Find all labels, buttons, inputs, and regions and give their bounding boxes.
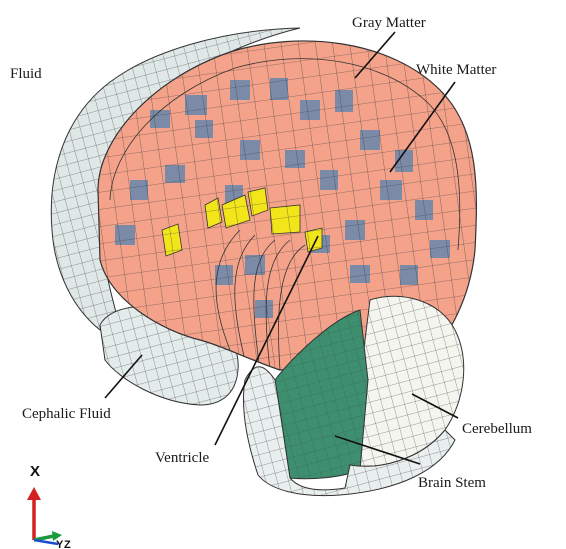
white-matter-label: White Matter <box>416 62 496 78</box>
axis-x-arrowhead <box>27 487 41 500</box>
axis-z-arrow <box>34 540 58 544</box>
axis-x-label: X <box>30 463 40 480</box>
gray-matter-label: Gray Matter <box>352 15 426 31</box>
ventricle-label: Ventricle <box>155 450 209 466</box>
fluid-label: Fluid <box>10 66 42 82</box>
axis-y-label: Y <box>56 539 64 549</box>
brain-stem-label: Brain Stem <box>418 475 486 491</box>
axis-triad: X Y Z <box>27 463 71 549</box>
axis-z-label: Z <box>64 539 71 549</box>
cephalic-fluid-label: Cephalic Fluid <box>22 406 111 422</box>
cerebellum-label: Cerebellum <box>462 421 532 437</box>
